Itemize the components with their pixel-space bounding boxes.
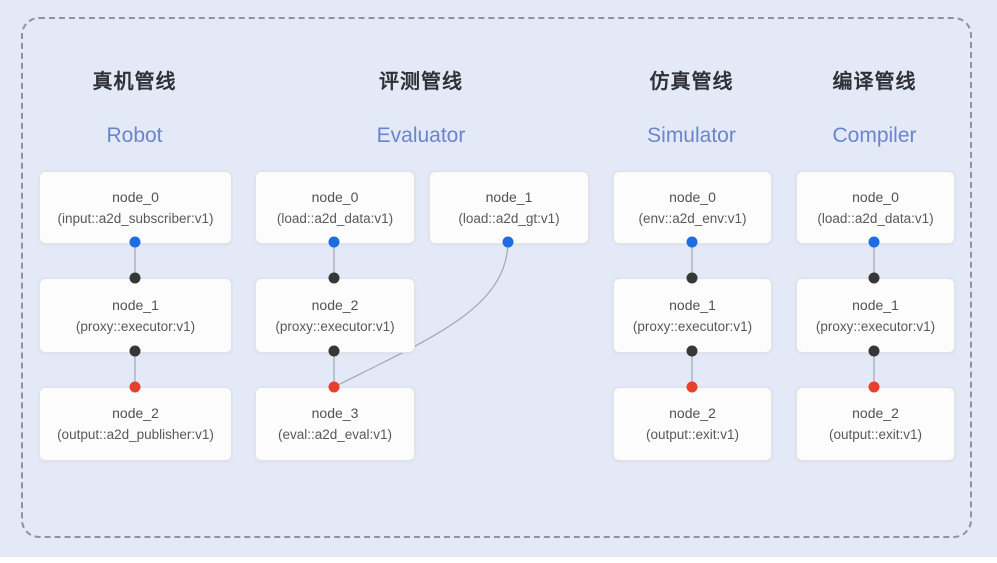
output-port-dot xyxy=(129,345,141,357)
output-port-dot xyxy=(868,236,880,248)
node-box-compiler-node2[interactable]: node_2 (output::exit:v1) xyxy=(796,387,955,461)
node-type: (proxy::executor:v1) xyxy=(815,318,936,334)
input-port-dot xyxy=(328,272,340,284)
final-input-port-dot xyxy=(868,381,880,393)
final-input-port-dot xyxy=(129,381,141,393)
node-box-simulator-node1[interactable]: node_1 (proxy::executor:v1) xyxy=(613,278,772,353)
input-port-dot xyxy=(129,272,141,284)
node-box-simulator-node2[interactable]: node_2 (output::exit:v1) xyxy=(613,387,772,461)
pipeline-title-en-compiler: Compiler xyxy=(832,124,917,147)
output-port-dot xyxy=(328,236,340,248)
node-type: (eval::a2d_eval:v1) xyxy=(277,427,393,442)
node-name: node_3 xyxy=(311,405,359,421)
output-port-dot xyxy=(686,236,698,248)
node-name: node_2 xyxy=(311,296,359,313)
node-name: node_0 xyxy=(112,188,159,205)
node-type: (load::a2d_data:v1) xyxy=(276,210,394,226)
output-port-dot xyxy=(129,236,141,248)
node-type: (proxy::executor:v1) xyxy=(275,318,395,334)
node-name: node_1 xyxy=(669,296,716,313)
node-name: node_1 xyxy=(112,296,159,313)
node-type: (input::a2d_subscriber:v1) xyxy=(57,210,214,226)
node-name: node_2 xyxy=(852,405,899,421)
node-type: (output::exit:v1) xyxy=(645,427,740,442)
pipeline-title-zh-compiler: 编译管线 xyxy=(832,71,917,93)
node-box-simulator-node0[interactable]: node_0 (env::a2d_env:v1) xyxy=(613,171,772,244)
node-box-robot-node0[interactable]: node_0 (input::a2d_subscriber:v1) xyxy=(39,171,232,244)
node-name: node_1 xyxy=(852,296,899,313)
node-box-robot-node2[interactable]: node_2 (output::a2d_publisher:v1) xyxy=(39,387,232,461)
node-box-compiler-node0[interactable]: node_0 (load::a2d_data:v1) xyxy=(796,171,955,244)
node-name: node_0 xyxy=(311,188,359,205)
node-box-evaluator-node3[interactable]: node_3 (eval::a2d_eval:v1) xyxy=(255,387,415,461)
node-type: (env::a2d_env:v1) xyxy=(638,210,747,226)
pipeline-title-zh-robot: 真机管线 xyxy=(92,71,177,93)
node-type: (load::a2d_data:v1) xyxy=(817,210,934,226)
node-type: (proxy::executor:v1) xyxy=(75,318,196,334)
node-box-robot-node1[interactable]: node_1 (proxy::executor:v1) xyxy=(39,278,232,353)
pipeline-title-zh-simulator: 仿真管线 xyxy=(649,71,734,93)
pipeline-title-en-evaluator: Evaluator xyxy=(376,124,466,147)
pipeline-title-en-robot: Robot xyxy=(106,124,163,147)
output-port-dot xyxy=(868,345,880,357)
node-type: (proxy::executor:v1) xyxy=(632,318,753,334)
node-name: node_0 xyxy=(852,188,899,205)
node-box-evaluator-node2[interactable]: node_2 (proxy::executor:v1) xyxy=(255,278,415,353)
node-name: node_0 xyxy=(669,188,716,205)
node-box-evaluator-node0[interactable]: node_0 (load::a2d_data:v1) xyxy=(255,171,415,244)
pipeline-title-zh-evaluator: 评测管线 xyxy=(379,71,463,93)
node-type: (output::exit:v1) xyxy=(828,427,923,442)
node-name: node_1 xyxy=(485,188,533,205)
node-name: node_2 xyxy=(112,405,159,421)
final-input-port-dot xyxy=(328,381,340,393)
node-box-compiler-node1[interactable]: node_1 (proxy::executor:v1) xyxy=(796,278,955,353)
input-port-dot xyxy=(686,272,698,284)
dashed-border xyxy=(21,17,972,538)
output-port-dot xyxy=(686,345,698,357)
final-input-port-dot xyxy=(686,381,698,393)
node-type: (load::a2d_gt:v1) xyxy=(458,210,560,226)
output-port-dot xyxy=(502,236,514,248)
pipeline-title-en-simulator: Simulator xyxy=(647,124,736,147)
node-name: node_2 xyxy=(669,405,716,421)
node-box-evaluator-node1[interactable]: node_1 (load::a2d_gt:v1) xyxy=(429,171,589,244)
node-type: (output::a2d_publisher:v1) xyxy=(57,427,214,442)
output-port-dot xyxy=(328,345,340,357)
input-port-dot xyxy=(868,272,880,284)
wire-eval-1-3-curve xyxy=(335,242,509,387)
